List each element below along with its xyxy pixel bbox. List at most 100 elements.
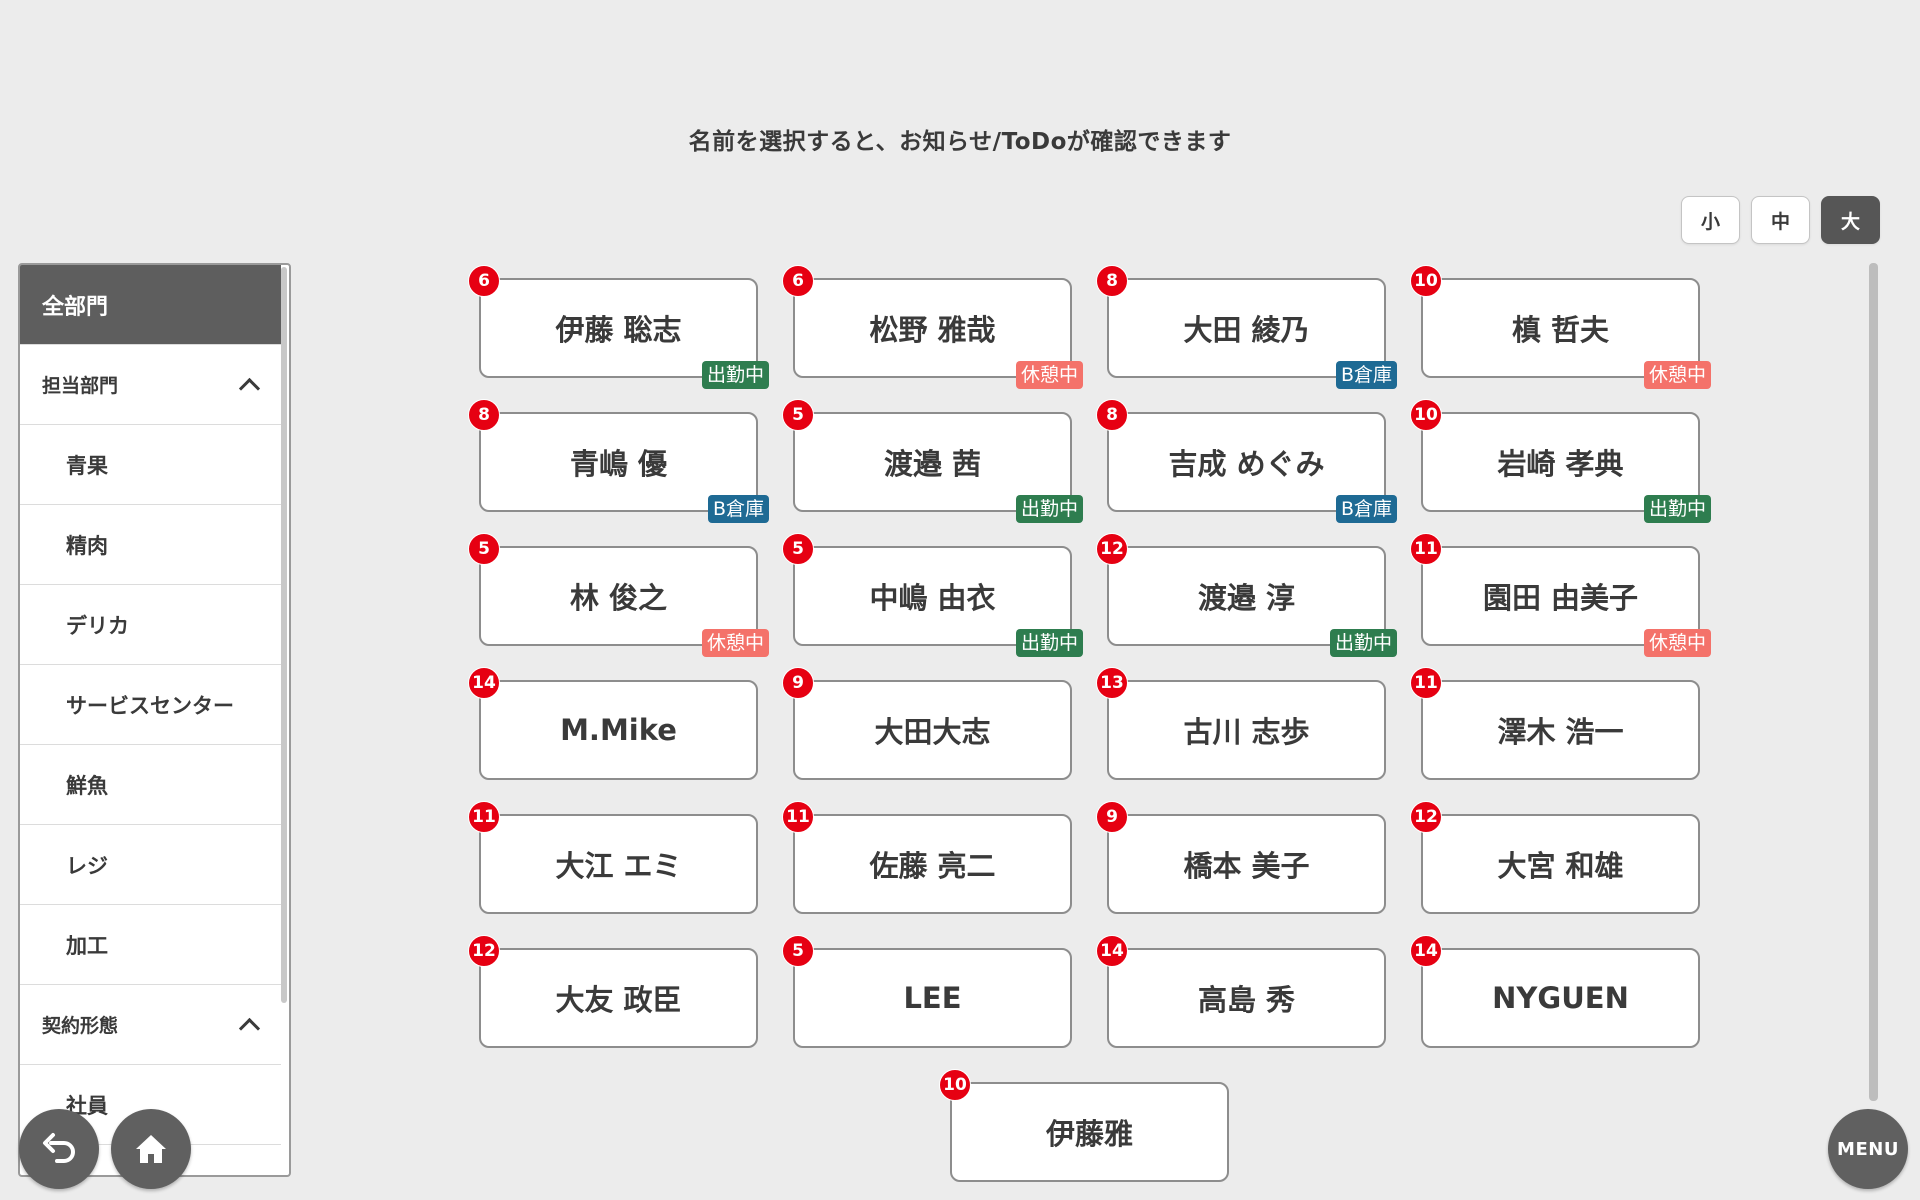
notification-count-badge: 8 [468, 399, 500, 431]
employee-name: 古川 志歩 [1183, 715, 1310, 749]
sidebar-item-label: 青果 [66, 453, 108, 478]
notification-count-badge: 12 [1096, 533, 1128, 565]
sidebar-item[interactable]: レジ [20, 825, 281, 905]
status-tag: 出勤中 [1015, 629, 1083, 657]
notification-count-badge: 9 [782, 667, 814, 699]
employee-card[interactable]: 佐藤 亮二 11 [782, 801, 1072, 914]
sidebar-item-label: 全部門 [42, 294, 109, 320]
employee-name: 大江 エミ [555, 849, 682, 883]
notification-count-badge: 11 [468, 801, 500, 833]
sidebar-section-header[interactable]: 担当部門 [20, 345, 281, 425]
sidebar-item[interactable]: サービスセンター [20, 665, 281, 745]
notification-count-badge: 10 [1410, 399, 1442, 431]
sidebar-scrollbar[interactable] [281, 267, 287, 1003]
notification-count-badge: 5 [782, 935, 814, 967]
sidebar-list: 全部門担当部門青果精肉デリカサービスセンター鮮魚レジ加工契約形態社員 [20, 265, 281, 1145]
employee-name: 吉成 めぐみ [1168, 447, 1325, 481]
notification-count-badge: 5 [468, 533, 500, 565]
notification-count-badge: 9 [1096, 801, 1128, 833]
status-tag: 休憩中 [1643, 361, 1711, 389]
employee-name: 大友 政臣 [555, 983, 682, 1017]
notification-count-badge: 6 [468, 265, 500, 297]
menu-button[interactable]: MENU [1828, 1109, 1908, 1189]
employee-name: 中嶋 由衣 [869, 581, 996, 615]
status-tag: 休憩中 [701, 629, 769, 657]
chevron-up-icon[interactable] [238, 1017, 261, 1040]
sidebar-section-header[interactable]: 契約形態 [20, 985, 281, 1065]
notification-count-badge: 10 [1410, 265, 1442, 297]
employee-name: 松野 雅哉 [869, 313, 996, 347]
main-scrollbar[interactable] [1869, 263, 1878, 1101]
sidebar-item[interactable]: デリカ [20, 585, 281, 665]
sidebar-item-label: レジ [66, 853, 108, 878]
employee-name: 渡邉 茜 [883, 447, 982, 481]
notification-count-badge: 14 [1410, 935, 1442, 967]
size-large-button[interactable]: 大 [1821, 196, 1880, 244]
sidebar-item[interactable]: 加工 [20, 905, 281, 985]
notification-count-badge: 10 [939, 1069, 971, 1101]
employee-name: 大田大志 [874, 715, 991, 749]
sidebar-item-label: サービスセンター [66, 693, 234, 718]
menu-label: MENU [1837, 1138, 1899, 1160]
notification-count-badge: 5 [782, 399, 814, 431]
department-sidebar: 全部門担当部門青果精肉デリカサービスセンター鮮魚レジ加工契約形態社員 [18, 263, 291, 1177]
employee-card[interactable]: 大田大志 9 [782, 667, 1072, 780]
employee-name: M.Mike [560, 713, 677, 747]
employee-name: 伊藤 聡志 [555, 313, 682, 347]
sidebar-item-label: デリカ [66, 613, 129, 638]
notification-count-badge: 6 [782, 265, 814, 297]
employee-card[interactable]: 林 俊之 5 休憩中 [468, 533, 769, 657]
sidebar-item-all[interactable]: 全部門 [20, 265, 281, 345]
undo-icon [43, 1133, 75, 1163]
employee-card[interactable]: 松野 雅哉 6 休憩中 [782, 265, 1083, 389]
notification-count-badge: 14 [468, 667, 500, 699]
employee-name: 佐藤 亮二 [869, 849, 996, 883]
notification-count-badge: 11 [782, 801, 814, 833]
sidebar-item-label: 契約形態 [42, 1015, 119, 1037]
employee-name: 岩崎 孝典 [1497, 447, 1624, 481]
sidebar-item-label: 鮮魚 [66, 773, 108, 798]
notification-count-badge: 12 [1410, 801, 1442, 833]
chevron-up-icon[interactable] [238, 377, 261, 400]
notification-count-badge: 5 [782, 533, 814, 565]
notification-count-badge: 11 [1410, 533, 1442, 565]
sidebar-item[interactable]: 鮮魚 [20, 745, 281, 825]
notification-count-badge: 11 [1410, 667, 1442, 699]
back-button[interactable] [19, 1109, 99, 1189]
status-tag: 休憩中 [1643, 629, 1711, 657]
size-medium-button[interactable]: 中 [1751, 196, 1810, 244]
status-tag: B倉庫 [1335, 361, 1397, 389]
sidebar-item-label: 精肉 [66, 533, 108, 558]
employee-name: 林 俊之 [569, 581, 668, 615]
sidebar-item[interactable]: 青果 [20, 425, 281, 505]
employee-card[interactable]: M.Mike 14 [468, 667, 758, 780]
sidebar-item[interactable]: 精肉 [20, 505, 281, 585]
status-tag: 出勤中 [1329, 629, 1397, 657]
notification-count-badge: 8 [1096, 265, 1128, 297]
employee-card[interactable]: 大江 エミ 11 [468, 801, 758, 914]
employee-card[interactable]: 中嶋 由衣 5 出勤中 [782, 533, 1083, 657]
instruction-text: 名前を選択すると、お知らせ/ToDoが確認できます [688, 129, 1232, 155]
size-small-button[interactable]: 小 [1681, 196, 1740, 244]
status-tag: 休憩中 [1015, 361, 1083, 389]
home-button[interactable] [111, 1109, 191, 1189]
